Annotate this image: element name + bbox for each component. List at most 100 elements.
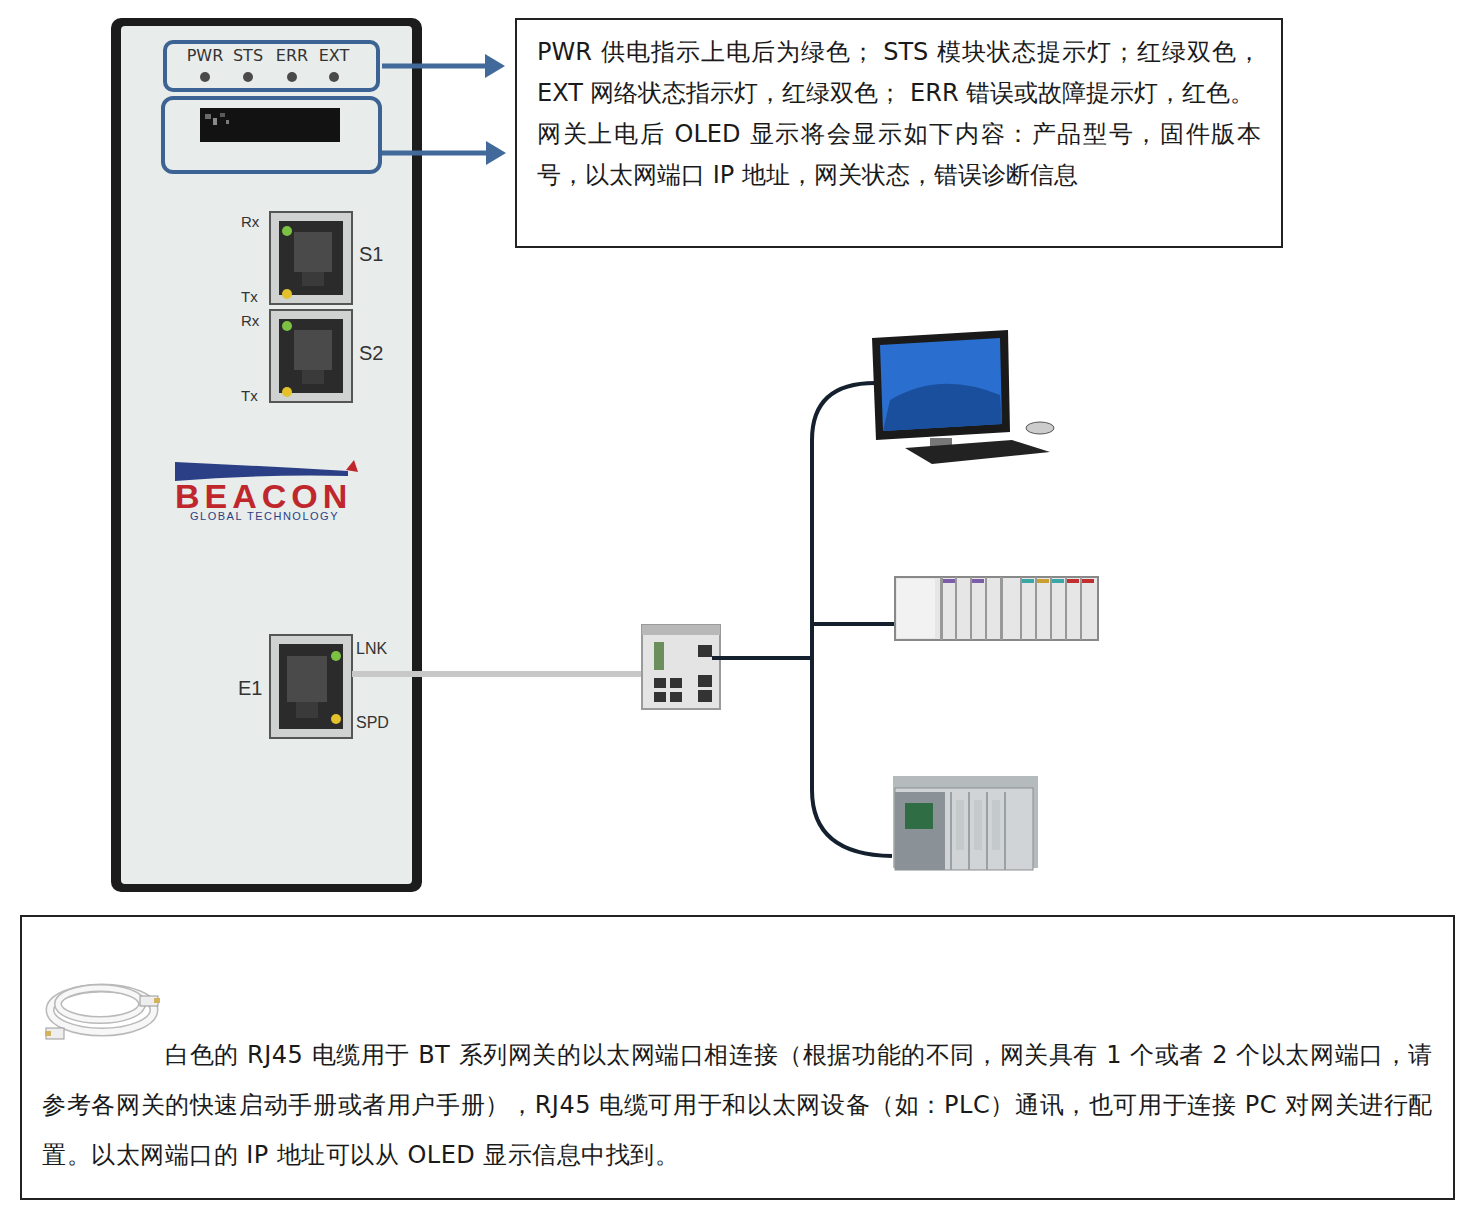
pc-icon <box>872 330 1054 464</box>
plc-rack <box>1082 579 1094 583</box>
ethernet-cable <box>352 674 644 675</box>
callout-arrow <box>382 64 486 69</box>
oled-arrow <box>486 141 506 165</box>
network-line <box>712 383 895 856</box>
gateway-housing <box>121 26 412 884</box>
rj45-port-s2 <box>282 321 292 331</box>
plc-rack <box>895 577 1098 640</box>
rj45-port-s1 <box>282 226 292 236</box>
gateway-housing: BEACONGLOBAL TECHNOLOGYPWRSTSERREXT <box>113 20 420 890</box>
port-label: E1 <box>238 678 262 698</box>
network-switch <box>670 692 682 702</box>
cable-coil <box>50 988 154 1032</box>
rj45-port-s2 <box>270 310 352 402</box>
port-label: SPD <box>356 715 389 731</box>
siemens-plc <box>986 792 988 870</box>
plc-rack <box>1037 579 1049 583</box>
logo-swoosh <box>346 460 358 472</box>
callout-text: 网关上电后 OLED 显示将会显示如下内容：产品型号，固件版本号，以太网端口 I… <box>537 114 1261 196</box>
rj45-port-s2 <box>282 387 292 397</box>
siemens-plc <box>1004 792 1006 870</box>
note-text: 白色的 RJ45 电缆用于 BT 系列网关的以太网端口相连接（根据功能的不同，网… <box>42 1030 1433 1180</box>
oled-display <box>163 98 380 172</box>
oled-arrow <box>382 141 506 165</box>
led-indicator <box>287 72 297 82</box>
network-switch <box>698 645 712 657</box>
plc-rack <box>897 579 935 638</box>
rj45-port-s1 <box>302 272 324 286</box>
plc-rack <box>895 577 1098 640</box>
brand-tagline: GLOBAL TECHNOLOGY <box>190 511 339 522</box>
led-indicator <box>329 72 339 82</box>
rj45-port-e1 <box>331 651 341 661</box>
led-indicator <box>243 72 253 82</box>
network-switch <box>654 678 666 688</box>
siemens-plc <box>905 803 933 829</box>
led-panel: PWRSTSERREXT <box>163 40 380 92</box>
siemens-plc <box>893 776 1038 870</box>
siemens-plc <box>895 792 945 870</box>
oled-display <box>226 120 229 124</box>
port-label: Tx <box>241 388 258 403</box>
plc-rack <box>970 577 972 640</box>
gateway-housing <box>111 18 422 892</box>
network-switch <box>698 675 712 687</box>
plc-rack <box>985 577 987 640</box>
led-label: EXT <box>314 48 354 64</box>
oled-display <box>213 118 217 125</box>
cable-coil <box>58 988 142 1020</box>
cable-coil <box>50 988 154 1032</box>
network-switch <box>654 642 664 670</box>
plc-rack <box>1067 579 1079 583</box>
port-label: S2 <box>359 343 383 363</box>
cable-coil <box>46 1028 64 1039</box>
oled-display <box>205 114 211 119</box>
gateway-housing <box>111 18 422 892</box>
cable-coil <box>58 988 142 1020</box>
plc-rack <box>1052 579 1064 583</box>
plc-rack <box>955 577 957 640</box>
plc-rack <box>943 579 955 583</box>
rj45-port-s1 <box>270 212 352 304</box>
rj45-port-s2 <box>294 330 332 370</box>
port-label: LNK <box>356 641 387 657</box>
pc-icon <box>883 384 1002 431</box>
callout-box: PWR 供电指示上电后为绿色； STS 模块状态提示灯；红绿双色， EXT 网络… <box>515 18 1283 248</box>
siemens-plc <box>974 800 982 850</box>
rj45-port-e1 <box>287 656 327 702</box>
pc-icon <box>880 338 1002 431</box>
port-label: Rx <box>241 313 259 328</box>
network-switch <box>642 625 720 635</box>
port-label: S1 <box>359 244 383 264</box>
led-indicator <box>200 72 210 82</box>
pc-icon <box>872 330 1010 440</box>
network-switch <box>642 625 720 709</box>
rj45-port-e1 <box>270 635 352 738</box>
led-label: ERR <box>272 48 312 64</box>
network-switch <box>670 678 682 688</box>
network-switch <box>698 690 712 702</box>
led-indicator <box>200 72 339 82</box>
plc-rack <box>1050 577 1052 640</box>
network-switch <box>654 692 666 702</box>
plc-rack <box>972 579 984 583</box>
oled-display <box>163 98 380 172</box>
oled-display <box>200 108 340 142</box>
rj45-port-s2 <box>279 319 343 393</box>
plc-rack <box>940 577 943 640</box>
port-label: Rx <box>241 214 259 229</box>
oled-arrow <box>382 151 487 156</box>
ethernet-cable <box>352 671 644 677</box>
led-label: STS <box>228 48 268 64</box>
rj45-port-s1 <box>294 232 332 272</box>
pc-icon <box>1026 422 1054 434</box>
oled-display <box>220 113 225 117</box>
rj45-port-s2 <box>270 310 352 402</box>
network-line <box>712 656 814 660</box>
siemens-plc <box>950 792 952 870</box>
rj45-port-s1 <box>279 221 343 295</box>
callout-text: PWR 供电指示上电后为绿色； STS 模块状态提示灯；红绿双色， EXT 网络… <box>537 32 1261 114</box>
rj45-port-e1 <box>331 714 341 724</box>
